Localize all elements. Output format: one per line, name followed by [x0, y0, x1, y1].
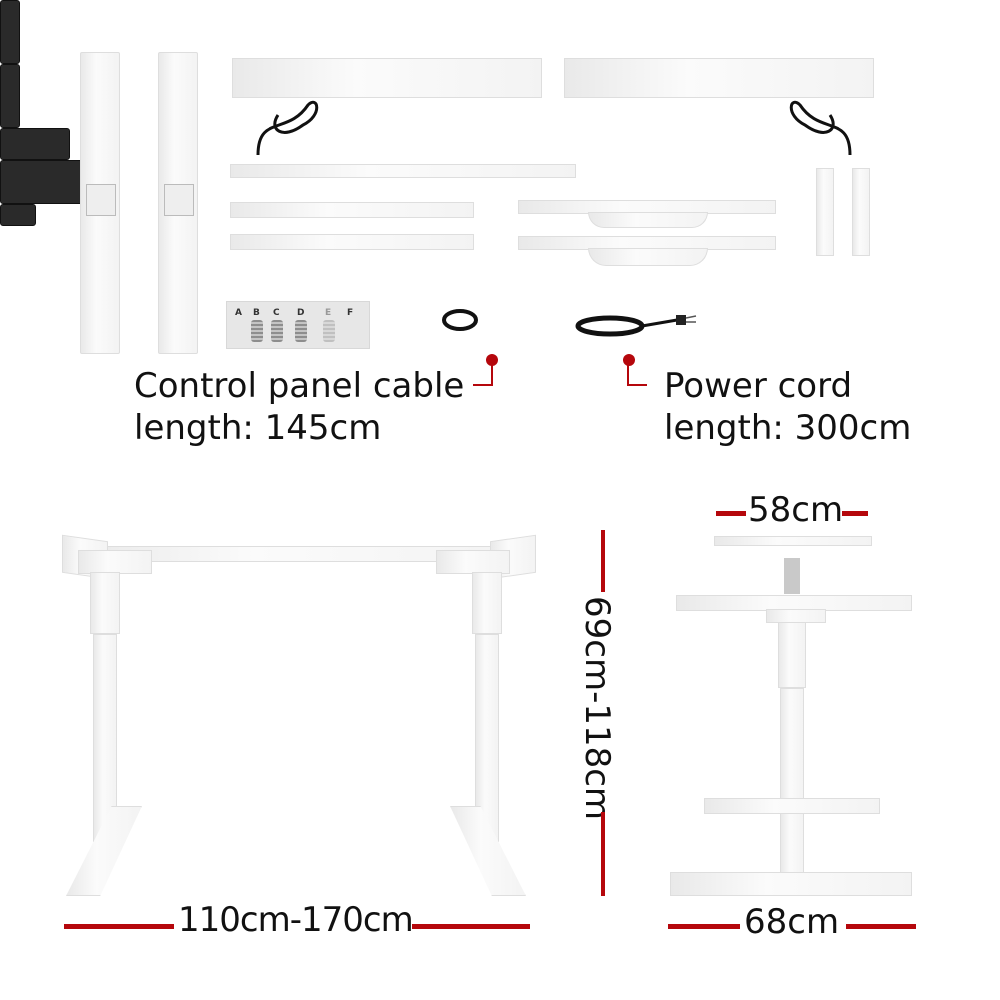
- lift-column-top: [784, 558, 800, 594]
- top-bracket-tab: [588, 212, 708, 228]
- motor-cable-left: [256, 101, 319, 156]
- callout-line: [473, 384, 493, 386]
- motor-housing-left: [78, 550, 152, 574]
- hardware-label-f: F: [347, 308, 354, 318]
- motor-housing-right: [436, 550, 510, 574]
- control-panel: [0, 128, 70, 160]
- center-rail: [230, 164, 576, 178]
- power-cord-icon: [575, 315, 697, 337]
- motor-left: [0, 0, 20, 64]
- hardware-label-a: A: [235, 308, 242, 318]
- side-view-diagram: 58cm 68cm: [0, 204, 1000, 942]
- power-cord-label: Power cord length: 300cm: [664, 365, 911, 449]
- side-foot-back: [704, 798, 880, 814]
- control-panel-cable-icon: [442, 309, 478, 331]
- side-leg-upper: [778, 622, 806, 688]
- crossbar-tab: [766, 609, 826, 623]
- screw-icon: [271, 320, 283, 342]
- callout-line: [491, 360, 493, 386]
- callout-line: [627, 360, 629, 386]
- power-cord-line1: Power cord: [664, 366, 853, 406]
- side-foot-front: [670, 872, 912, 896]
- motor-beam-right: [564, 58, 874, 98]
- leg-upper-left: [90, 572, 120, 634]
- width-dim-line-right: [412, 924, 530, 929]
- hardware-label-c: C: [273, 308, 280, 318]
- motor-beam-left: [232, 58, 542, 98]
- top-depth-line-right: [842, 511, 868, 516]
- base-depth-line-left: [668, 924, 740, 929]
- height-dim-line-bottom: [601, 812, 605, 896]
- screw-icon: [295, 320, 307, 342]
- width-dim-line-left: [64, 924, 174, 929]
- leg-mount-plate: [164, 184, 194, 216]
- top-bracket-tab: [588, 248, 708, 266]
- parts-panel: A B C D E F Control panel cable length: …: [0, 0, 1000, 448]
- height-dim-line-top: [601, 530, 605, 592]
- callout-dot: [623, 354, 635, 366]
- height-dimension: 69cm-118cm: [577, 596, 617, 821]
- screw-icon: [323, 320, 335, 342]
- hardware-bag: A B C D E F: [226, 301, 370, 349]
- base-depth-line-right: [846, 924, 916, 929]
- leg-upper-right: [472, 572, 502, 634]
- top-depth-line-left: [716, 511, 746, 516]
- spacer-block: [816, 168, 834, 256]
- side-rail: [230, 234, 474, 250]
- hardware-label-e: E: [325, 308, 332, 318]
- control-panel-cable-label: Control panel cable length: 145cm: [134, 365, 464, 449]
- base-depth-dimension: 68cm: [744, 902, 840, 942]
- hardware-label-d: D: [297, 308, 305, 318]
- side-motor: [0, 204, 36, 226]
- motor-cable-right: [789, 101, 852, 156]
- top-depth-dimension: 58cm: [748, 490, 844, 530]
- control-panel-cable-line1: Control panel cable: [134, 366, 465, 406]
- leg-mount-plate: [86, 184, 116, 216]
- power-cord-line2: length: 300cm: [664, 408, 912, 448]
- width-dimension: 110cm-170cm: [178, 900, 414, 940]
- spacer-block: [852, 168, 870, 256]
- control-panel-cable-line2: length: 145cm: [134, 408, 382, 448]
- side-leg-lower: [780, 688, 804, 878]
- hardware-label-b: B: [253, 308, 260, 318]
- top-support-arm: [714, 536, 872, 546]
- side-rail: [230, 202, 474, 218]
- motor-right: [0, 64, 20, 128]
- screw-icon: [251, 320, 263, 342]
- callout-line: [627, 384, 647, 386]
